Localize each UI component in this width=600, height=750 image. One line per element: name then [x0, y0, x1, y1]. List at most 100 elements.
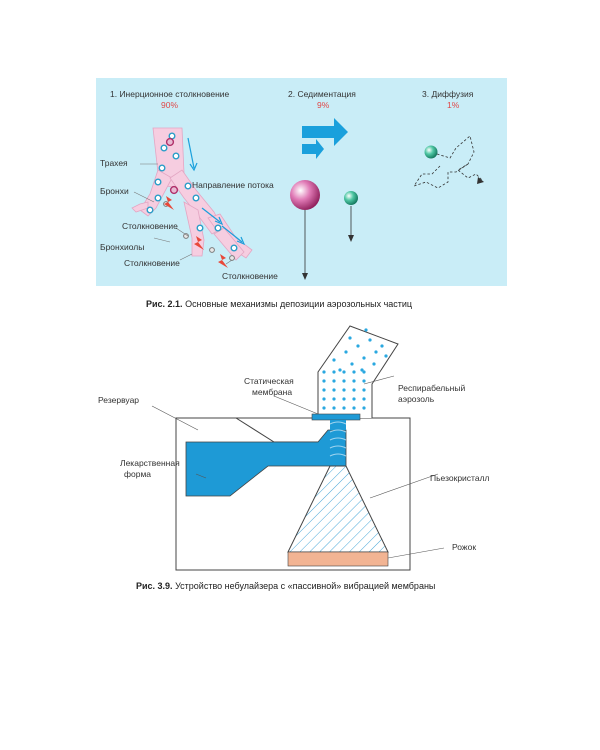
aerosol-dot — [362, 356, 366, 360]
mechanism-1-percent: 90% — [161, 100, 179, 110]
arrow-head-icon — [189, 162, 198, 172]
small-arrow-icon — [302, 139, 324, 159]
aerosol-dots — [322, 328, 388, 410]
aerosol-dot — [356, 344, 360, 348]
nebulizer-leaders — [151, 375, 445, 559]
horn — [287, 551, 389, 567]
leader-lines — [133, 163, 233, 265]
label-respirable-line2: аэрозоль — [398, 394, 435, 404]
leader-line — [363, 375, 395, 385]
sedimentation-arrows — [302, 118, 348, 159]
figure-2-1-caption: Рис. 2.1. Основные механизмы депозиции а… — [146, 300, 412, 309]
particle — [154, 178, 162, 186]
lower-bronchiole-shape — [183, 201, 205, 257]
particle — [183, 233, 189, 239]
mechanism-2-title: 2. Седиментация — [288, 89, 356, 99]
aerosol-dot — [342, 397, 346, 401]
particle — [214, 224, 222, 232]
aerosol-dot — [342, 388, 346, 392]
aerosol-dot — [332, 397, 336, 401]
collision-bolt-icon — [194, 236, 204, 250]
aerosol-dot — [348, 336, 352, 340]
aerosol-dot — [374, 350, 378, 354]
mechanism-1-title: 1. Инерционное столкновение — [110, 89, 230, 99]
deposited-particles — [165, 137, 179, 195]
arrow-head-icon — [302, 273, 308, 280]
aerosol-dot — [362, 388, 366, 392]
leader-line — [151, 405, 199, 431]
aerosol-dot — [332, 370, 336, 374]
particle — [172, 152, 180, 160]
particle — [229, 255, 235, 261]
label-reservoir: Резервуар — [98, 395, 140, 405]
particle — [169, 185, 179, 195]
large-particle — [290, 180, 320, 210]
caption-text: Основные механизмы депозиции аэрозольных… — [182, 299, 413, 309]
particle — [146, 206, 154, 214]
aerosol-dot — [322, 388, 326, 392]
leader-line — [273, 395, 319, 415]
collision-bolt-icon — [164, 196, 174, 210]
label-bronchioles: Бронхиолы — [100, 242, 145, 252]
aerosol-dot — [332, 388, 336, 392]
label-trachea: Трахея — [100, 158, 128, 168]
leader-line — [153, 237, 171, 243]
aerosol-dot — [350, 362, 354, 366]
flow-arrows — [187, 137, 246, 246]
label-collision-2: Столкновение — [124, 258, 180, 268]
leader-line — [175, 227, 189, 237]
arrow-head-icon — [348, 235, 354, 242]
flow-arrow — [187, 137, 195, 169]
piezo-crystal — [287, 465, 389, 553]
label-bronchi: Бронхи — [100, 186, 129, 196]
aerosol-dot — [362, 397, 366, 401]
label-respirable-line1: Респирабельный — [398, 383, 466, 393]
arrow-head-icon — [477, 177, 484, 184]
aerosol-dot — [362, 370, 366, 374]
collision-marks — [164, 196, 228, 268]
aerosol-dot — [384, 354, 388, 358]
particle — [160, 144, 168, 152]
label-collision-3: Столкновение — [222, 271, 278, 281]
arrow-head-icon — [236, 236, 246, 246]
aerosol-dot — [352, 388, 356, 392]
leader-line — [195, 473, 207, 479]
particle — [192, 194, 200, 202]
particle — [230, 244, 238, 252]
label-drug-form-line1: Лекарственная — [120, 458, 180, 468]
aerosol-dot — [368, 338, 372, 342]
small-branch-shape — [131, 201, 149, 213]
deposition-diagram — [131, 118, 484, 280]
aerosol-dot — [332, 358, 336, 362]
aerosol-dot — [362, 406, 366, 410]
diffusing-particle — [424, 145, 438, 159]
reservoir-outline — [186, 417, 318, 443]
aerosol-dot — [372, 362, 376, 366]
caption-number: Рис. 3.9. — [136, 581, 173, 591]
aerosol-dot — [342, 370, 346, 374]
particle — [209, 247, 215, 253]
wave-lines — [329, 421, 347, 457]
aerosol-chamber — [317, 325, 399, 418]
caption-number: Рис. 2.1. — [146, 299, 183, 309]
aerosol-dot — [332, 379, 336, 383]
particle — [158, 164, 166, 172]
flow-arrow — [201, 207, 221, 223]
label-flow-direction: Направление потока — [192, 180, 274, 190]
collision-bolt-icon — [218, 254, 228, 268]
aerosol-dot — [322, 379, 326, 383]
caption-text: Устройство небулайзера с «пассивной» виб… — [172, 581, 436, 591]
aerosol-dot — [332, 406, 336, 410]
flow-arrow — [221, 225, 243, 243]
aerosol-dot — [322, 406, 326, 410]
figure-3-9-caption: Рис. 3.9. Устройство небулайзера с «пасс… — [136, 582, 435, 591]
aerosol-dot — [342, 406, 346, 410]
leader-line — [369, 473, 439, 499]
leader-line — [387, 547, 445, 559]
label-collision-1: Столкновение — [122, 221, 178, 231]
leader-line — [179, 253, 193, 261]
label-horn: Рожок — [452, 542, 477, 552]
airway-particles — [146, 132, 238, 252]
aerosol-dot — [344, 350, 348, 354]
